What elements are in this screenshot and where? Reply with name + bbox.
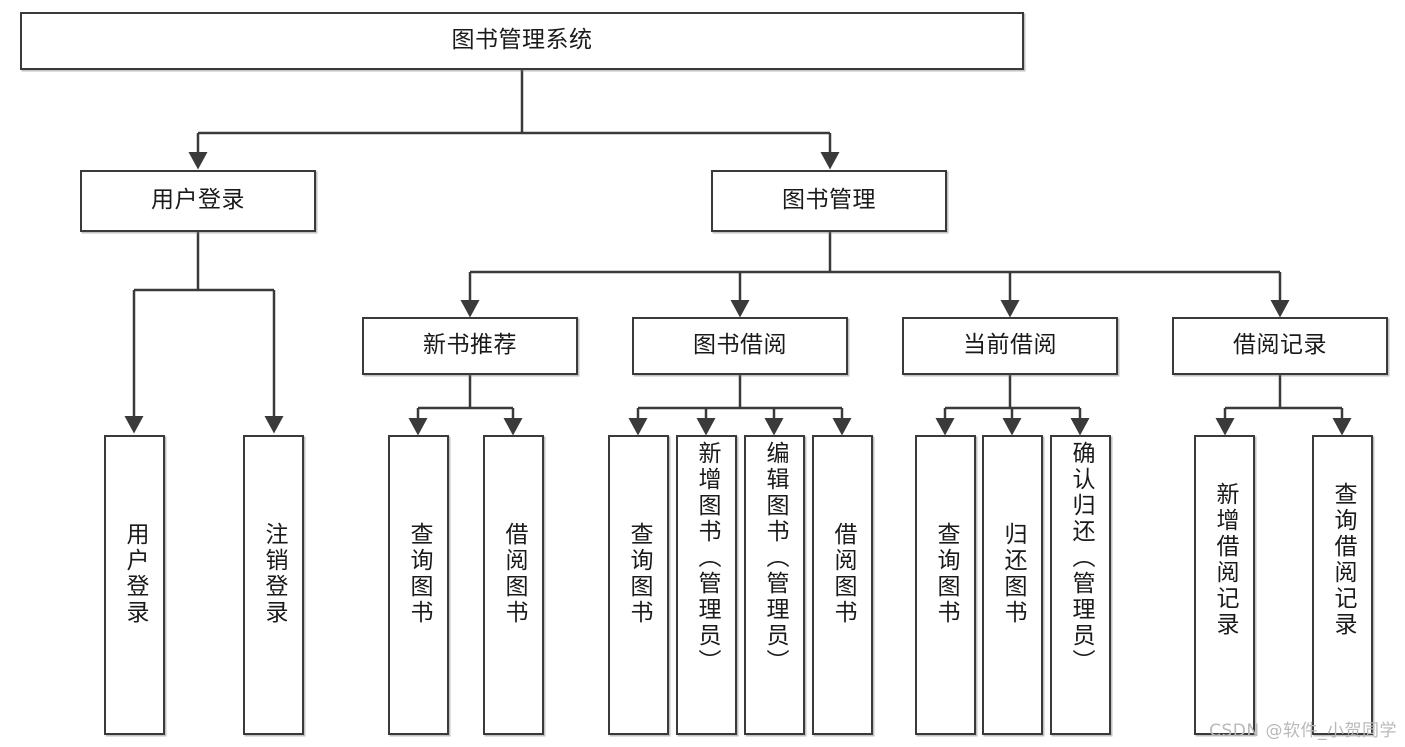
node-user-login[interactable]: 用户登录 <box>80 170 316 232</box>
leaf-borrow-book-recommend[interactable]: 借阅图书 <box>483 435 544 735</box>
node-label: 用户登录 <box>122 522 148 626</box>
node-label: 归还图书 <box>1000 522 1026 626</box>
node-label: 用户登录 <box>151 187 245 214</box>
node-new-book-recommend[interactable]: 新书推荐 <box>362 317 578 375</box>
leaf-add-borrow-record[interactable]: 新增借阅记录 <box>1194 435 1255 735</box>
leaf-query-book-recommend[interactable]: 查询图书 <box>388 435 449 735</box>
node-label: 编辑图书（管理员） <box>762 441 788 675</box>
leaf-borrow-book[interactable]: 借阅图书 <box>812 435 873 735</box>
leaf-query-borrow-record[interactable]: 查询借阅记录 <box>1312 435 1373 735</box>
node-label: 查询图书 <box>406 522 432 626</box>
node-root-system[interactable]: 图书管理系统 <box>20 12 1024 70</box>
node-label: 借阅记录 <box>1233 332 1327 359</box>
node-label: 新增图书（管理员） <box>694 441 720 675</box>
leaf-user-login[interactable]: 用户登录 <box>104 435 165 735</box>
leaf-return-book[interactable]: 归还图书 <box>982 435 1043 735</box>
node-label: 确认归还（管理员） <box>1068 441 1094 675</box>
leaf-add-book[interactable]: 新增图书（管理员） <box>676 435 737 735</box>
node-label: 图书管理 <box>782 187 876 214</box>
leaf-query-book-borrow[interactable]: 查询图书 <box>608 435 669 735</box>
leaf-confirm-return[interactable]: 确认归还（管理员） <box>1050 435 1111 735</box>
node-current-borrow[interactable]: 当前借阅 <box>902 317 1118 375</box>
node-label: 图书管理系统 <box>451 27 593 54</box>
node-label: 查询图书 <box>933 522 959 626</box>
node-label: 查询图书 <box>626 522 652 626</box>
node-label: 图书借阅 <box>693 332 787 359</box>
node-label: 新书推荐 <box>423 332 517 359</box>
node-label: 注销登录 <box>261 522 287 626</box>
node-label: 借阅图书 <box>830 522 856 626</box>
node-label: 当前借阅 <box>963 332 1057 359</box>
node-label: 借阅图书 <box>501 522 527 626</box>
node-label: 查询借阅记录 <box>1330 482 1356 638</box>
leaf-edit-book[interactable]: 编辑图书（管理员） <box>744 435 805 735</box>
node-book-management[interactable]: 图书管理 <box>711 170 947 232</box>
node-label: 新增借阅记录 <box>1212 482 1238 638</box>
leaf-query-book-current[interactable]: 查询图书 <box>915 435 976 735</box>
node-book-borrow[interactable]: 图书借阅 <box>632 317 848 375</box>
leaf-user-logout[interactable]: 注销登录 <box>243 435 304 735</box>
node-borrow-record[interactable]: 借阅记录 <box>1172 317 1388 375</box>
